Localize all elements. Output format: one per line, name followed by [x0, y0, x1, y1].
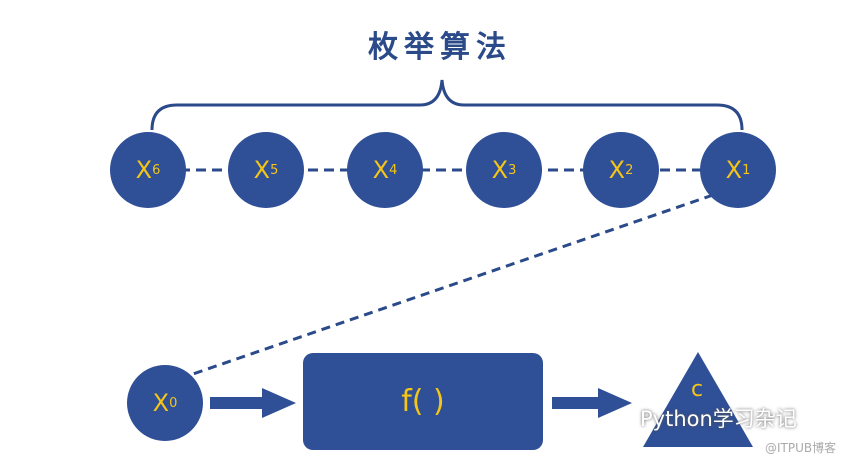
node-subscript: 2 — [625, 162, 634, 178]
dashed-link-x1-x0 — [189, 193, 714, 377]
diagram-title: 枚举算法 — [368, 30, 512, 65]
node-label: X — [253, 156, 271, 184]
node-subscript: 5 — [270, 162, 279, 178]
arrow-input-to-function — [210, 388, 296, 418]
node-label: X — [491, 156, 509, 184]
node-label: X — [135, 156, 153, 184]
node-label: X — [372, 156, 390, 184]
watermark-name: Python学习杂记 — [640, 407, 797, 431]
node-subscript: 0 — [169, 395, 178, 411]
node-subscript: 4 — [389, 162, 398, 178]
output-triangle — [643, 352, 753, 447]
node-subscript: 3 — [508, 162, 517, 178]
node-label: X — [725, 156, 743, 184]
function-box: f( ) — [303, 353, 543, 450]
watermark-source: @ITPUB博客 — [765, 441, 837, 455]
arrow-function-to-output — [552, 388, 632, 418]
node-subscript: 6 — [152, 162, 161, 178]
brace — [150, 79, 744, 131]
output-label: c — [691, 377, 704, 402]
node-label: X — [608, 156, 626, 184]
node-subscript: 1 — [742, 162, 751, 178]
node-label: X — [152, 389, 170, 417]
